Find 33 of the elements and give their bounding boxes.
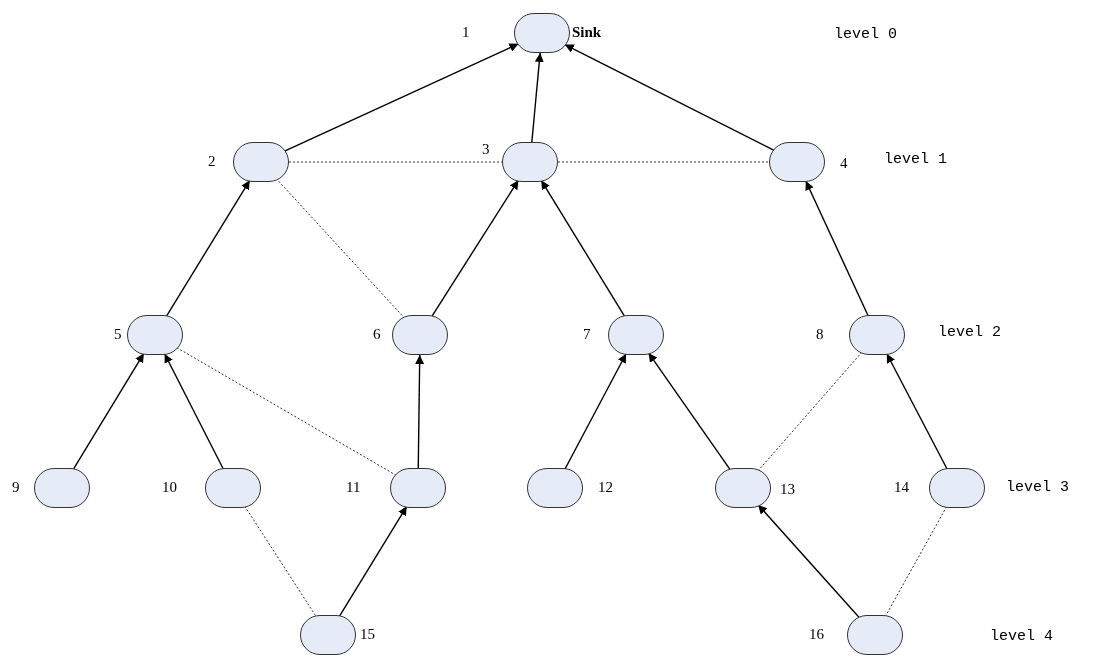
arrow — [805, 180, 869, 317]
node-label: Sink — [572, 25, 602, 40]
arrow — [531, 52, 544, 143]
node-number: 8 — [816, 327, 824, 342]
level-label: level 1 — [884, 152, 947, 167]
node-number: 7 — [583, 327, 591, 342]
node-number: 15 — [360, 627, 375, 642]
arrow — [564, 353, 627, 470]
node-number: 6 — [373, 327, 381, 342]
arrow — [886, 353, 948, 470]
node-number: 13 — [780, 482, 795, 497]
node-number: 12 — [598, 480, 613, 495]
node-number: 1 — [462, 25, 470, 40]
node-number: 9 — [12, 480, 20, 495]
level-label: level 0 — [834, 27, 897, 42]
level-label: level 3 — [1006, 480, 1069, 495]
arrow — [564, 43, 775, 152]
arrow — [757, 504, 861, 619]
node-number: 3 — [482, 142, 490, 157]
node-number: 10 — [162, 480, 177, 495]
node-number: 5 — [114, 327, 122, 342]
node-number: 2 — [208, 154, 216, 169]
node-number: 11 — [346, 480, 361, 495]
dotted-link — [557, 161, 770, 163]
dotted-link — [176, 347, 397, 476]
level-label: level 2 — [938, 325, 1001, 340]
level-label: level 4 — [990, 629, 1053, 644]
node-number: 14 — [894, 480, 909, 495]
arrow — [163, 353, 225, 470]
arrow — [283, 43, 520, 152]
node-number: 16 — [809, 627, 824, 642]
node-number: 4 — [840, 156, 848, 171]
arrow — [415, 354, 425, 469]
